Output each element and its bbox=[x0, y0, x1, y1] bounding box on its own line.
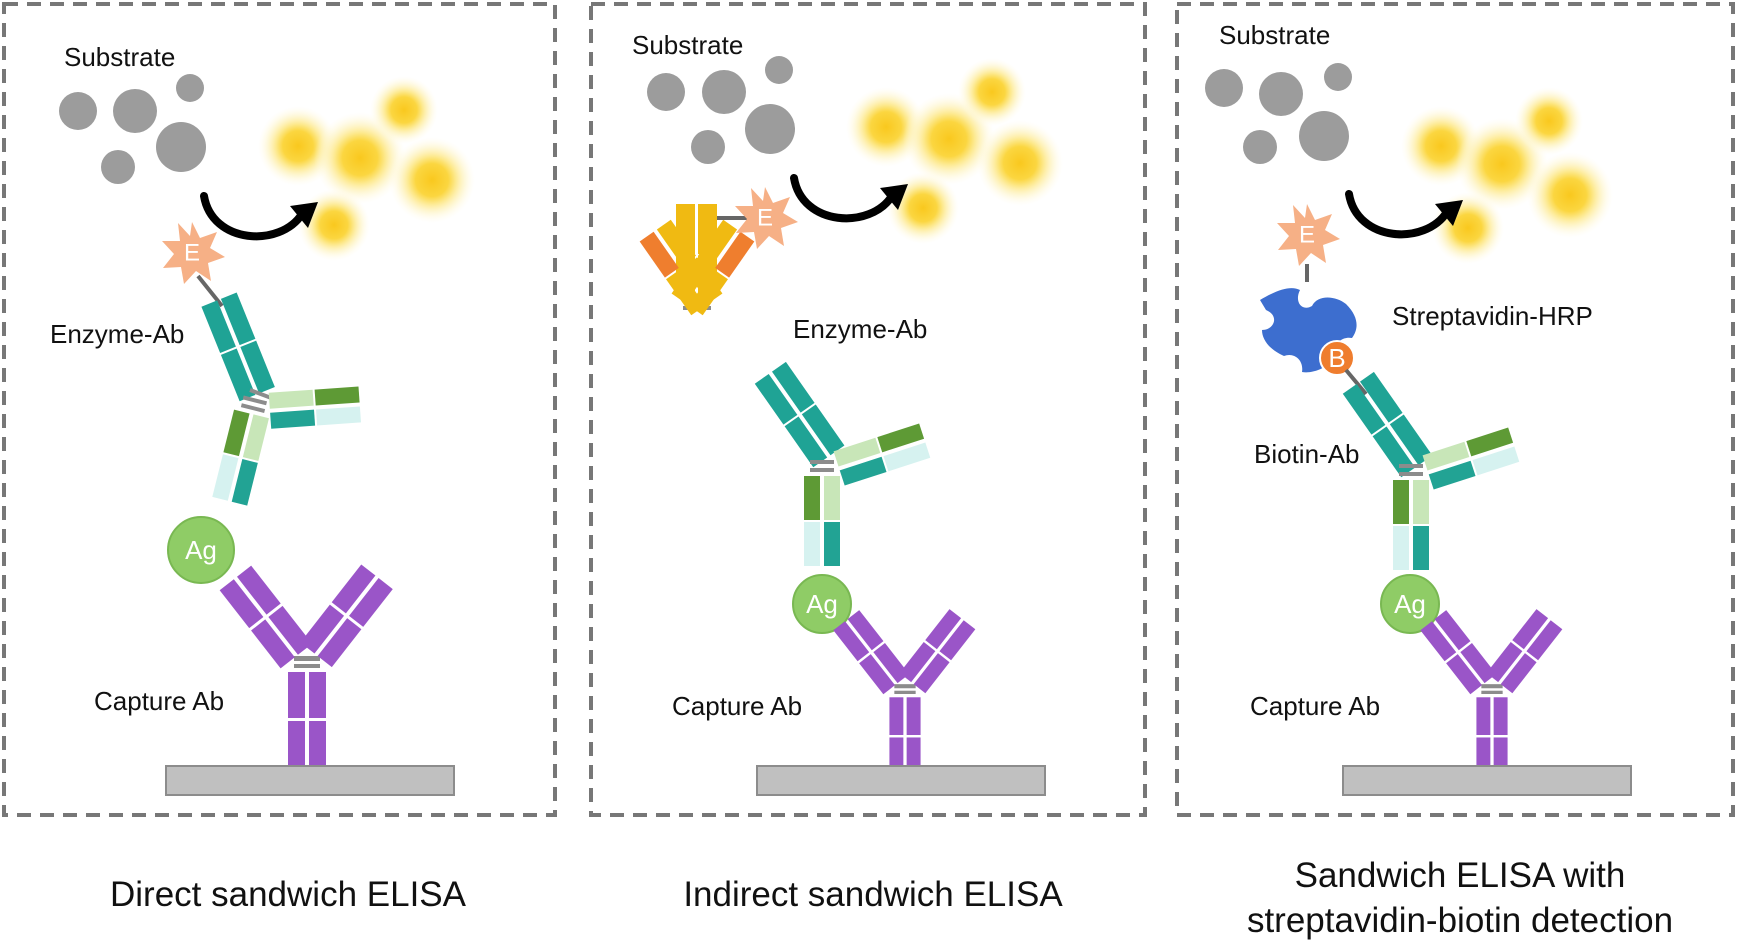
enzyme-glyph: E bbox=[757, 205, 773, 232]
enzyme-glyph: E bbox=[184, 240, 200, 267]
caption-streptavidin-line1: Sandwich ELISA with bbox=[1295, 856, 1626, 895]
antigen: Ag bbox=[792, 574, 852, 634]
product-molecules bbox=[846, 58, 1063, 244]
enzyme-antibody bbox=[201, 292, 275, 402]
plate-surface bbox=[165, 765, 455, 796]
panel-streptavidin: Substrate E B Streptavidin-HRP bbox=[1205, 20, 1673, 940]
enzyme-ab-label: Enzyme-Ab bbox=[50, 319, 184, 349]
detection-antibody bbox=[804, 423, 931, 566]
substrate-label: Substrate bbox=[64, 42, 175, 72]
enzyme-star: E bbox=[162, 222, 225, 284]
capture-antibody bbox=[833, 609, 976, 776]
enzyme-star: E bbox=[1277, 204, 1340, 266]
enzyme-star: E bbox=[735, 187, 798, 249]
panel-frame-direct bbox=[2, 2, 557, 817]
enzyme-antibody bbox=[754, 361, 845, 468]
substrate-label: Substrate bbox=[632, 30, 743, 60]
panel-direct: Substrate E Enzyme-Ab Ag bbox=[50, 42, 475, 914]
secondary-antibody bbox=[639, 204, 755, 316]
antigen-label: Ag bbox=[1394, 589, 1426, 619]
antigen-label: Ag bbox=[806, 589, 838, 619]
panel-frame-indirect bbox=[589, 2, 1147, 817]
capture-ab-label: Capture Ab bbox=[94, 686, 224, 716]
antigen: Ag bbox=[167, 516, 235, 584]
plate-surface bbox=[756, 765, 1046, 796]
capture-ab-label: Capture Ab bbox=[672, 691, 802, 721]
product-molecules bbox=[258, 76, 475, 261]
biotin-ab-label: Biotin-Ab bbox=[1254, 439, 1360, 469]
substrate-molecules bbox=[59, 74, 206, 184]
substrate-molecules bbox=[647, 56, 795, 164]
panel-frame-streptavidin bbox=[1175, 2, 1735, 817]
plate-surface bbox=[1342, 765, 1632, 796]
panel-indirect: Substrate bbox=[632, 30, 1063, 914]
antigen-label: Ag bbox=[185, 535, 217, 565]
biotin-glyph: B bbox=[1328, 343, 1345, 373]
substrate-label: Substrate bbox=[1219, 20, 1330, 50]
biotin: B bbox=[1319, 340, 1355, 376]
enzyme-ab-label: Enzyme-Ab bbox=[793, 314, 927, 344]
caption-indirect: Indirect sandwich ELISA bbox=[683, 875, 1063, 914]
capture-antibody bbox=[1420, 609, 1563, 776]
product-molecules bbox=[1401, 87, 1613, 264]
capture-antibody bbox=[219, 564, 393, 767]
caption-streptavidin-line2: streptavidin-biotin detection bbox=[1247, 901, 1673, 940]
streptavidin-label: Streptavidin-HRP bbox=[1392, 301, 1593, 331]
substrate-molecules bbox=[1205, 63, 1352, 164]
antigen: Ag bbox=[1380, 574, 1440, 634]
capture-ab-label: Capture Ab bbox=[1250, 691, 1380, 721]
caption-direct: Direct sandwich ELISA bbox=[110, 875, 467, 914]
enzyme-glyph: E bbox=[1299, 222, 1315, 249]
